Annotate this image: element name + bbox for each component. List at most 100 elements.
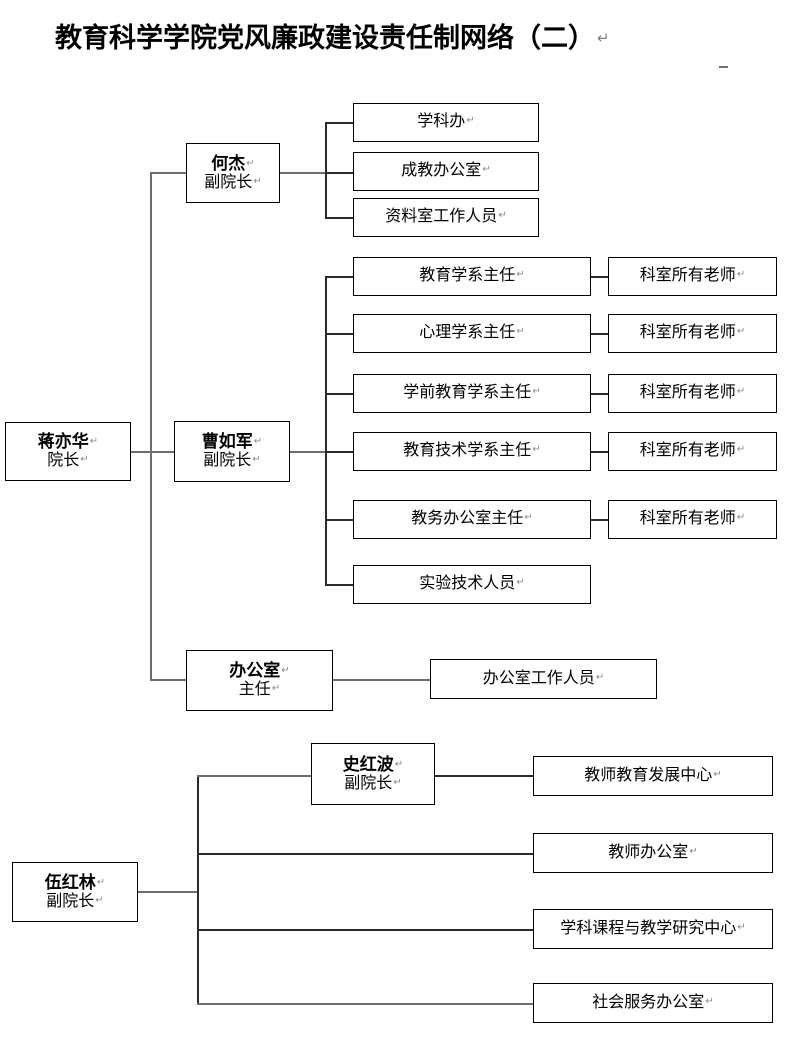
connector-dept-preschool-to-teachers (590, 393, 609, 395)
connector-to-caorujun (150, 451, 174, 453)
node-dept-jiaowu-label: 教务办公室主任↵ (411, 510, 533, 528)
node-dept-edu[interactable]: 教育学系主任↵ (353, 257, 591, 296)
connector-hejie-spine (325, 122, 327, 219)
node-dept-psych[interactable]: 心理学系主任↵ (353, 314, 591, 353)
node-dept-jiaowu[interactable]: 教务办公室主任↵ (353, 500, 591, 539)
paragraph-mark-icon: ↵ (516, 577, 525, 589)
paragraph-mark-icon: ↵ (532, 444, 541, 456)
node-teachers-4[interactable]: 科室所有老师↵ (608, 432, 777, 471)
node-cao-rujun-role: 副院长↵ (203, 452, 261, 470)
node-teacher-dev-center-label: 教师教育发展中心↵ (584, 766, 722, 784)
paragraph-mark-icon: ↵ (253, 175, 262, 187)
connector-dept-edutech-to-teachers (590, 451, 609, 453)
connector-hejie-child-1 (325, 122, 354, 124)
paragraph-mark-icon: ↵ (737, 921, 746, 933)
connector-caorujun-spine (325, 276, 327, 584)
connector-wuhonglin-child-3 (197, 929, 534, 931)
node-wu-honglin[interactable]: 伍红林↵ 副院长↵ (12, 862, 138, 922)
node-dept-edu-label: 教育学系主任↵ (419, 267, 525, 285)
paragraph-mark-icon: ↵ (95, 894, 104, 906)
paragraph-mark-icon: ↵ (736, 512, 746, 524)
node-teachers-2-label: 科室所有老师↵ (639, 324, 746, 342)
paragraph-mark-icon: ↵ (736, 444, 746, 456)
node-teachers-1[interactable]: 科室所有老师↵ (608, 257, 777, 296)
node-social-service-office[interactable]: 社会服务办公室↵ (533, 983, 773, 1023)
connector-caorujun-child-5 (325, 519, 354, 521)
connector-dept-edu-to-teachers (590, 276, 609, 278)
connector-wuhonglin-spine (197, 775, 199, 1004)
node-xueke-ban[interactable]: 学科办↵ (353, 103, 539, 142)
node-cao-rujun[interactable]: 曹如军↵ 副院长↵ (174, 421, 290, 482)
connector-caorujun-stub (290, 451, 327, 453)
connector-hejie-child-2 (325, 172, 354, 174)
paragraph-mark-icon: ↵ (498, 210, 507, 222)
node-shi-hongbo-role: 副院长↵ (344, 774, 402, 792)
node-teachers-3-label: 科室所有老师↵ (639, 384, 746, 402)
node-teachers-2[interactable]: 科室所有老师↵ (608, 314, 777, 353)
paragraph-mark-icon: ↵ (252, 454, 261, 466)
connector-hejie-child-3 (325, 217, 354, 219)
node-ziliao-staff[interactable]: 资料室工作人员↵ (353, 198, 539, 237)
connector-root-trunk (150, 172, 152, 680)
node-teachers-5-label: 科室所有老师↵ (639, 510, 746, 528)
connector-wuhonglin-child-4 (197, 1003, 534, 1005)
node-dept-preschool[interactable]: 学前教育学系主任↵ (353, 374, 591, 413)
node-office[interactable]: 办公室↵ 主任↵ (186, 650, 333, 711)
paragraph-mark-icon: ↵ (246, 157, 255, 169)
node-teacher-dev-center[interactable]: 教师教育发展中心↵ (533, 756, 773, 796)
paragraph-mark-icon: ↵ (96, 876, 106, 888)
paragraph-mark-icon: ↵ (466, 115, 475, 127)
connector-caorujun-child-6 (325, 584, 354, 586)
node-dept-preschool-label: 学前教育学系主任↵ (403, 384, 541, 402)
connector-to-hejie (150, 172, 186, 174)
node-shi-hongbo[interactable]: 史红波↵ 副院长↵ (311, 743, 435, 805)
paragraph-mark-icon: ↵ (595, 671, 605, 683)
node-chengjiao-office-label: 成教办公室↵ (401, 162, 491, 180)
paragraph-mark-icon: ↵ (736, 269, 746, 281)
node-he-jie[interactable]: 何杰↵ 副院长↵ (186, 143, 280, 203)
node-curriculum-center[interactable]: 学科课程与教学研究中心↵ (533, 909, 773, 949)
node-xueke-ban-label: 学科办↵ (417, 113, 475, 131)
node-teachers-5[interactable]: 科室所有老师↵ (608, 500, 777, 539)
node-office-staff[interactable]: 办公室工作人员↵ (430, 659, 657, 699)
stray-dash-mark (719, 66, 728, 68)
node-lab-staff[interactable]: 实验技术人员↵ (353, 565, 591, 604)
node-jiang-yihua[interactable]: 蒋亦华↵ 院长↵ (5, 422, 131, 481)
paragraph-mark-icon: ↵ (736, 386, 746, 398)
node-teachers-4-label: 科室所有老师↵ (639, 442, 746, 460)
connector-caorujun-child-3 (325, 393, 354, 395)
node-he-jie-role: 副院长↵ (204, 173, 262, 191)
paragraph-mark-icon: ↵ (253, 436, 263, 448)
node-jiang-yihua-name: 蒋亦华↵ (37, 432, 99, 452)
connector-shihongbo-to-center (435, 775, 534, 777)
node-teacher-office[interactable]: 教师办公室↵ (533, 833, 773, 873)
node-curriculum-center-label: 学科课程与教学研究中心↵ (560, 919, 746, 937)
node-jiang-yihua-role: 院长↵ (47, 452, 89, 470)
page-title: 教育科学学院党风廉政建设责任制网络（二）↵ (55, 16, 610, 55)
node-office-role: 主任↵ (238, 681, 281, 699)
connector-dept-psych-to-teachers (590, 333, 609, 335)
paragraph-mark-icon: ↵ (281, 665, 290, 677)
node-social-service-office-label: 社会服务办公室↵ (592, 993, 714, 1011)
paragraph-mark-icon: ↵ (705, 995, 714, 1007)
page-title-text: 教育科学学院党风廉政建设责任制网络（二） (55, 23, 595, 53)
node-dept-edutech[interactable]: 教育技术学系主任↵ (353, 432, 591, 471)
node-office-staff-label: 办公室工作人员↵ (482, 669, 605, 687)
node-teachers-3[interactable]: 科室所有老师↵ (608, 374, 777, 413)
paragraph-mark-icon: ↵ (394, 758, 404, 770)
paragraph-mark-icon: ↵ (482, 164, 491, 176)
node-office-name: 办公室↵ (229, 661, 290, 681)
connector-to-office (150, 679, 187, 681)
node-dept-edutech-label: 教育技术学系主任↵ (403, 442, 541, 460)
paragraph-mark-icon: ↵ (516, 269, 525, 281)
paragraph-mark-icon: ↵ (80, 454, 89, 466)
node-lab-staff-label: 实验技术人员↵ (419, 575, 525, 593)
node-ziliao-staff-label: 资料室工作人员↵ (385, 208, 507, 226)
node-chengjiao-office[interactable]: 成教办公室↵ (353, 152, 539, 191)
node-wu-honglin-role: 副院长↵ (46, 892, 104, 910)
connector-root-stub (130, 451, 151, 453)
node-teachers-1-label: 科室所有老师↵ (639, 267, 746, 285)
paragraph-mark-icon: ↵ (597, 29, 610, 47)
connector-caorujun-child-4 (325, 451, 354, 453)
paragraph-mark-icon: ↵ (271, 683, 281, 695)
